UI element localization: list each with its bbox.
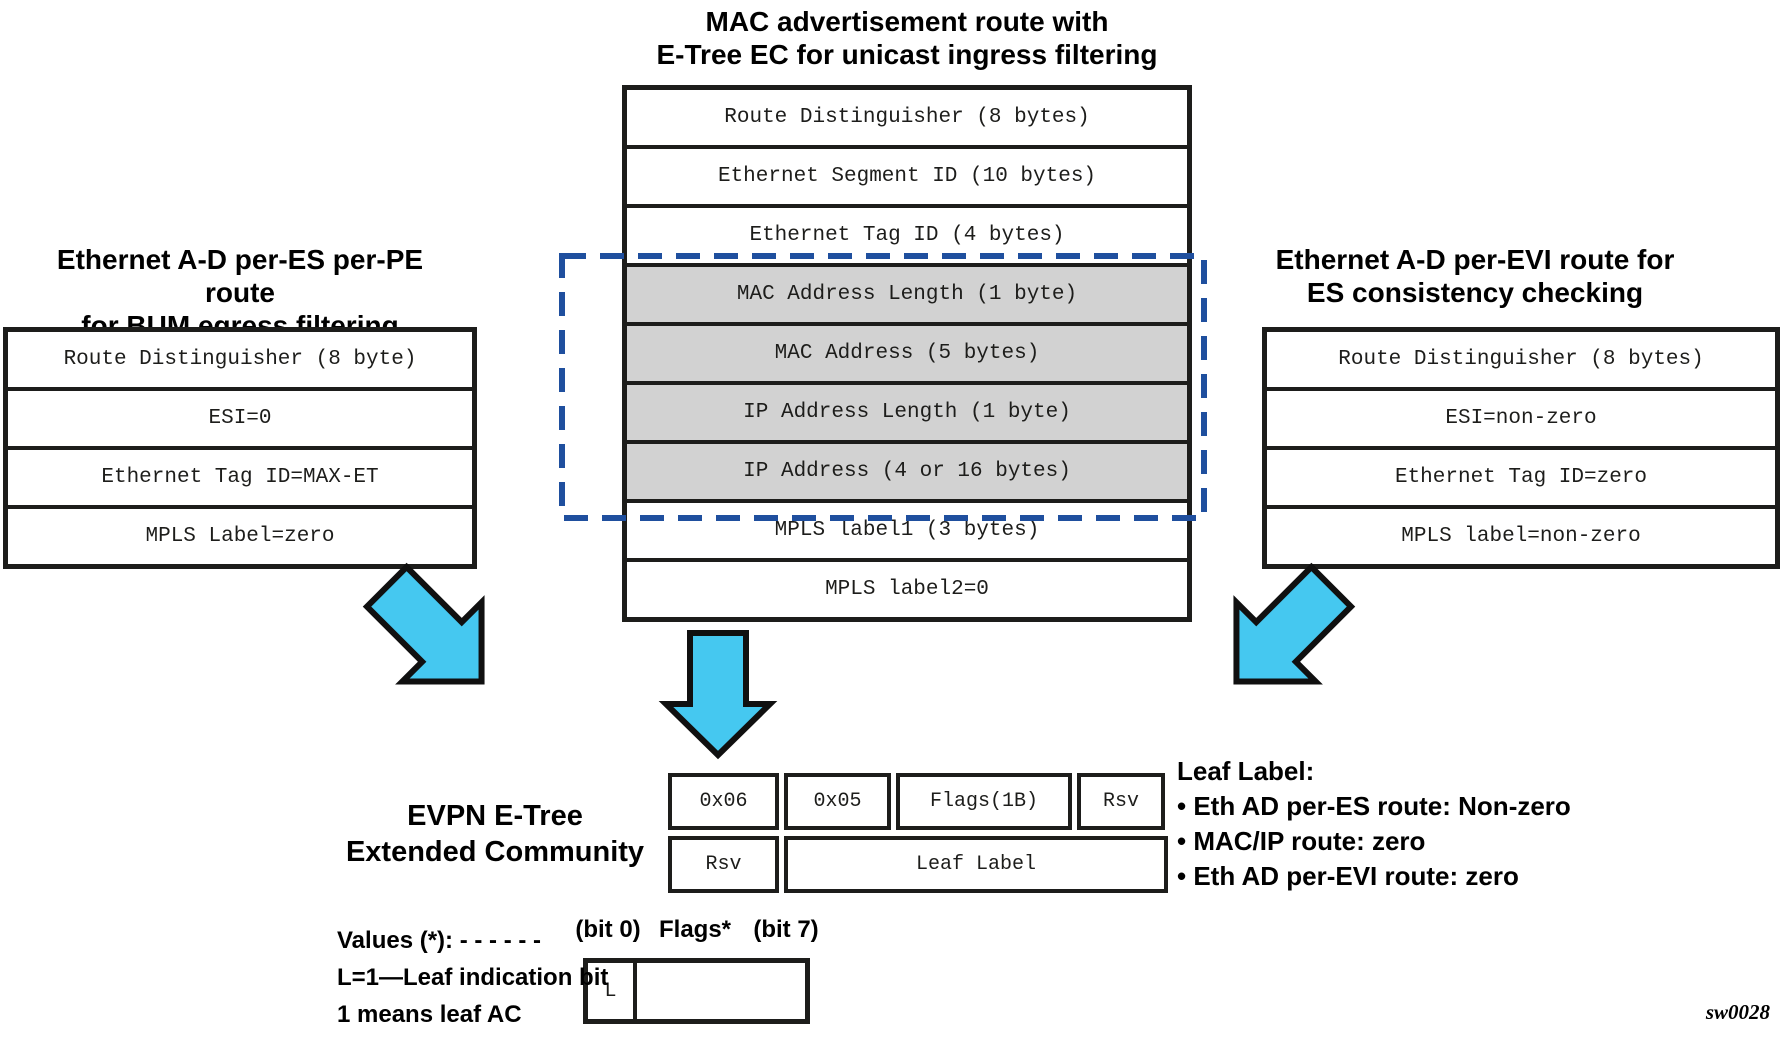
- ec-cell-rsv2: Rsv: [668, 836, 779, 893]
- values-note: Values (*): - - - - - - L=1—Leaf indicat…: [337, 922, 608, 1033]
- field-row-mac-address: MAC Address (5 bytes): [627, 322, 1187, 381]
- field-row-ethernet-segment-id: Ethernet Segment ID (10 bytes): [627, 145, 1187, 204]
- field-row-esi: ESI=non-zero: [1267, 387, 1775, 446]
- ec-cell-subtype: 0x05: [784, 773, 891, 830]
- ec-label-line1: EVPN E-Tree: [407, 800, 583, 832]
- field-row-mpls-label: MPLS label=non-zero: [1267, 505, 1775, 564]
- leaf-label-heading: Leaf Label:: [1177, 756, 1315, 786]
- field-row-ethernet-tag-id: Ethernet Tag ID=zero: [1267, 446, 1775, 505]
- down-left-arrow-icon: [1233, 562, 1356, 685]
- field-row-esi: ESI=0: [8, 387, 472, 446]
- right-title-line1: Ethernet A-D per-EVI route for: [1275, 244, 1675, 275]
- field-row-mac-address-length: MAC Address Length (1 byte): [627, 263, 1187, 322]
- figure-id-watermark: sw0028: [1705, 1000, 1770, 1024]
- bit0-label: (bit 0): [575, 916, 641, 943]
- ec-cell-flags: Flags(1B): [896, 773, 1072, 830]
- center-title-line2: E-Tree EC for unicast ingress filtering: [656, 39, 1158, 70]
- down-arrow-icon: [658, 630, 778, 760]
- values-note-line2: L=1—Leaf indication bit: [337, 964, 609, 991]
- field-row-ip-address: IP Address (4 or 16 bytes): [627, 440, 1187, 499]
- leaf-label-bullet-2: • MAC/IP route: zero: [1177, 826, 1426, 856]
- mac-advertisement-route-table: Route Distinguisher (8 bytes) Ethernet S…: [622, 85, 1192, 622]
- right-table-title: Ethernet A-D per-EVI route for ES consis…: [1240, 243, 1710, 309]
- flags-bit-box: L: [583, 958, 810, 1024]
- field-row-route-distinguisher: Route Distinguisher (8 bytes): [1267, 332, 1775, 387]
- field-row-route-distinguisher: Route Distinguisher (8 byte): [8, 332, 472, 387]
- values-note-line1: Values (*): - - - - - -: [337, 927, 541, 954]
- ec-cell-type: 0x06: [668, 773, 779, 830]
- leaf-bit-cell: L: [588, 963, 637, 1019]
- ec-label-line2: Extended Community: [345, 836, 645, 868]
- field-row-mpls-label2: MPLS label2=0: [627, 558, 1187, 617]
- field-row-mpls-label: MPLS Label=zero: [8, 505, 472, 564]
- ec-cell-rsv: Rsv: [1077, 773, 1165, 830]
- ec-row-1: 0x06 0x05 Flags(1B) Rsv: [668, 773, 1168, 830]
- ec-cell-leaf-label: Leaf Label: [784, 836, 1168, 893]
- left-title-line1: Ethernet A-D per-ES per-PE route: [56, 244, 424, 308]
- down-right-arrow-icon: [362, 562, 485, 685]
- eth-ad-per-evi-table: Route Distinguisher (8 bytes) ESI=non-ze…: [1262, 327, 1780, 569]
- bit7-label: (bit 7): [753, 916, 819, 943]
- flags-label: Flags*: [658, 916, 732, 943]
- flags-remaining-bits-cell: [637, 963, 805, 1019]
- field-row-ip-address-length: IP Address Length (1 byte): [627, 381, 1187, 440]
- leaf-label-bullet-1: • Eth AD per-ES route: Non-zero: [1177, 791, 1571, 821]
- leaf-label-notes: Leaf Label: • Eth AD per-ES route: Non-z…: [1177, 754, 1571, 894]
- field-row-route-distinguisher: Route Distinguisher (8 bytes): [627, 90, 1187, 145]
- extended-community-label: EVPN E-Tree Extended Community: [280, 798, 710, 870]
- leaf-label-bullet-3: • Eth AD per-EVI route: zero: [1177, 861, 1519, 891]
- center-title-line1: MAC advertisement route with: [705, 6, 1109, 37]
- ec-row-2: Rsv Leaf Label: [668, 836, 1168, 893]
- dashed-highlight-box: [559, 253, 1207, 521]
- center-table-title: MAC advertisement route with E-Tree EC f…: [607, 5, 1207, 71]
- eth-ad-per-es-table: Route Distinguisher (8 byte) ESI=0 Ether…: [3, 327, 477, 569]
- values-note-line3: 1 means leaf AC: [337, 1001, 522, 1028]
- right-title-line2: ES consistency checking: [1306, 277, 1644, 308]
- field-row-ethernet-tag-id: Ethernet Tag ID=MAX-ET: [8, 446, 472, 505]
- field-row-mpls-label1: MPLS label1 (3 bytes): [627, 499, 1187, 558]
- extended-community-table: 0x06 0x05 Flags(1B) Rsv Rsv Leaf Label: [668, 773, 1168, 899]
